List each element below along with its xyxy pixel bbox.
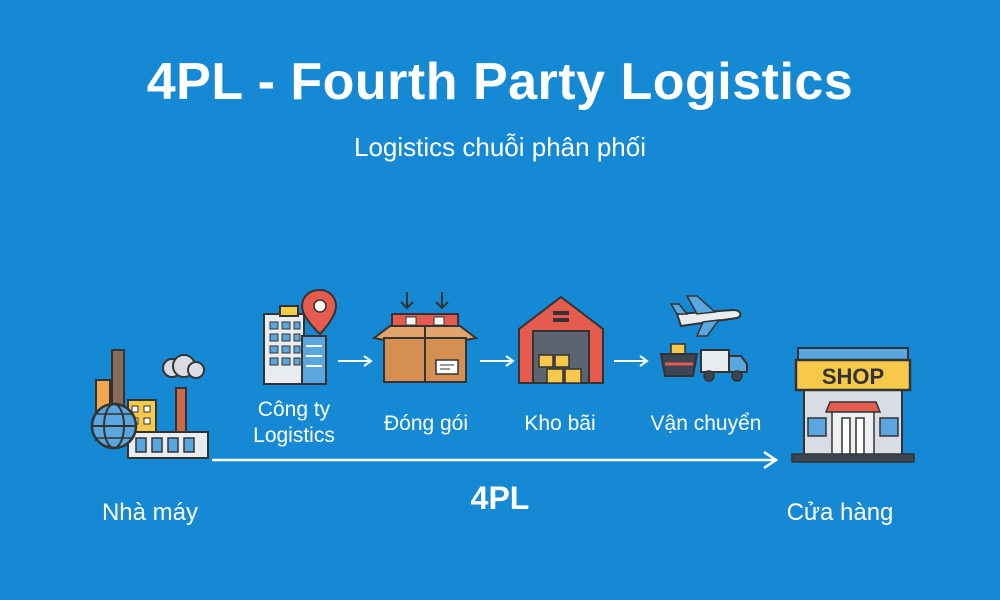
arrow-4pl-flow — [212, 450, 779, 470]
logistics-company-label: Công ty Logistics — [253, 397, 335, 449]
logistics-company-label-line2: Logistics — [253, 424, 335, 447]
factory-label: Nhà máy — [101, 499, 199, 526]
store-label: Cửa hàng — [786, 499, 894, 526]
page-title: 4PL - Fourth Party Logistics — [146, 53, 854, 111]
shop-icon: SHOP — [791, 347, 915, 463]
arrow-company-to-packing — [338, 355, 373, 367]
transport-label: Vận chuyển — [650, 412, 762, 435]
logistics-company-label-line1: Công ty — [257, 398, 331, 421]
shop-sign-text: SHOP — [822, 364, 884, 389]
office-building-location-icon — [263, 288, 338, 385]
factory-icon — [90, 349, 209, 459]
arrow-warehouse-to-transport — [614, 355, 649, 367]
plane-ship-truck-icon — [659, 295, 748, 382]
warehouse-label: Kho bãi — [524, 412, 596, 435]
flow-label-4pl: 4PL — [470, 480, 530, 516]
arrow-packing-to-warehouse — [480, 355, 515, 367]
page-subtitle: Logistics chuỗi phân phối — [354, 132, 646, 162]
packing-label: Đóng gói — [383, 412, 469, 435]
package-box-icon — [372, 292, 478, 383]
warehouse-icon — [518, 295, 604, 384]
